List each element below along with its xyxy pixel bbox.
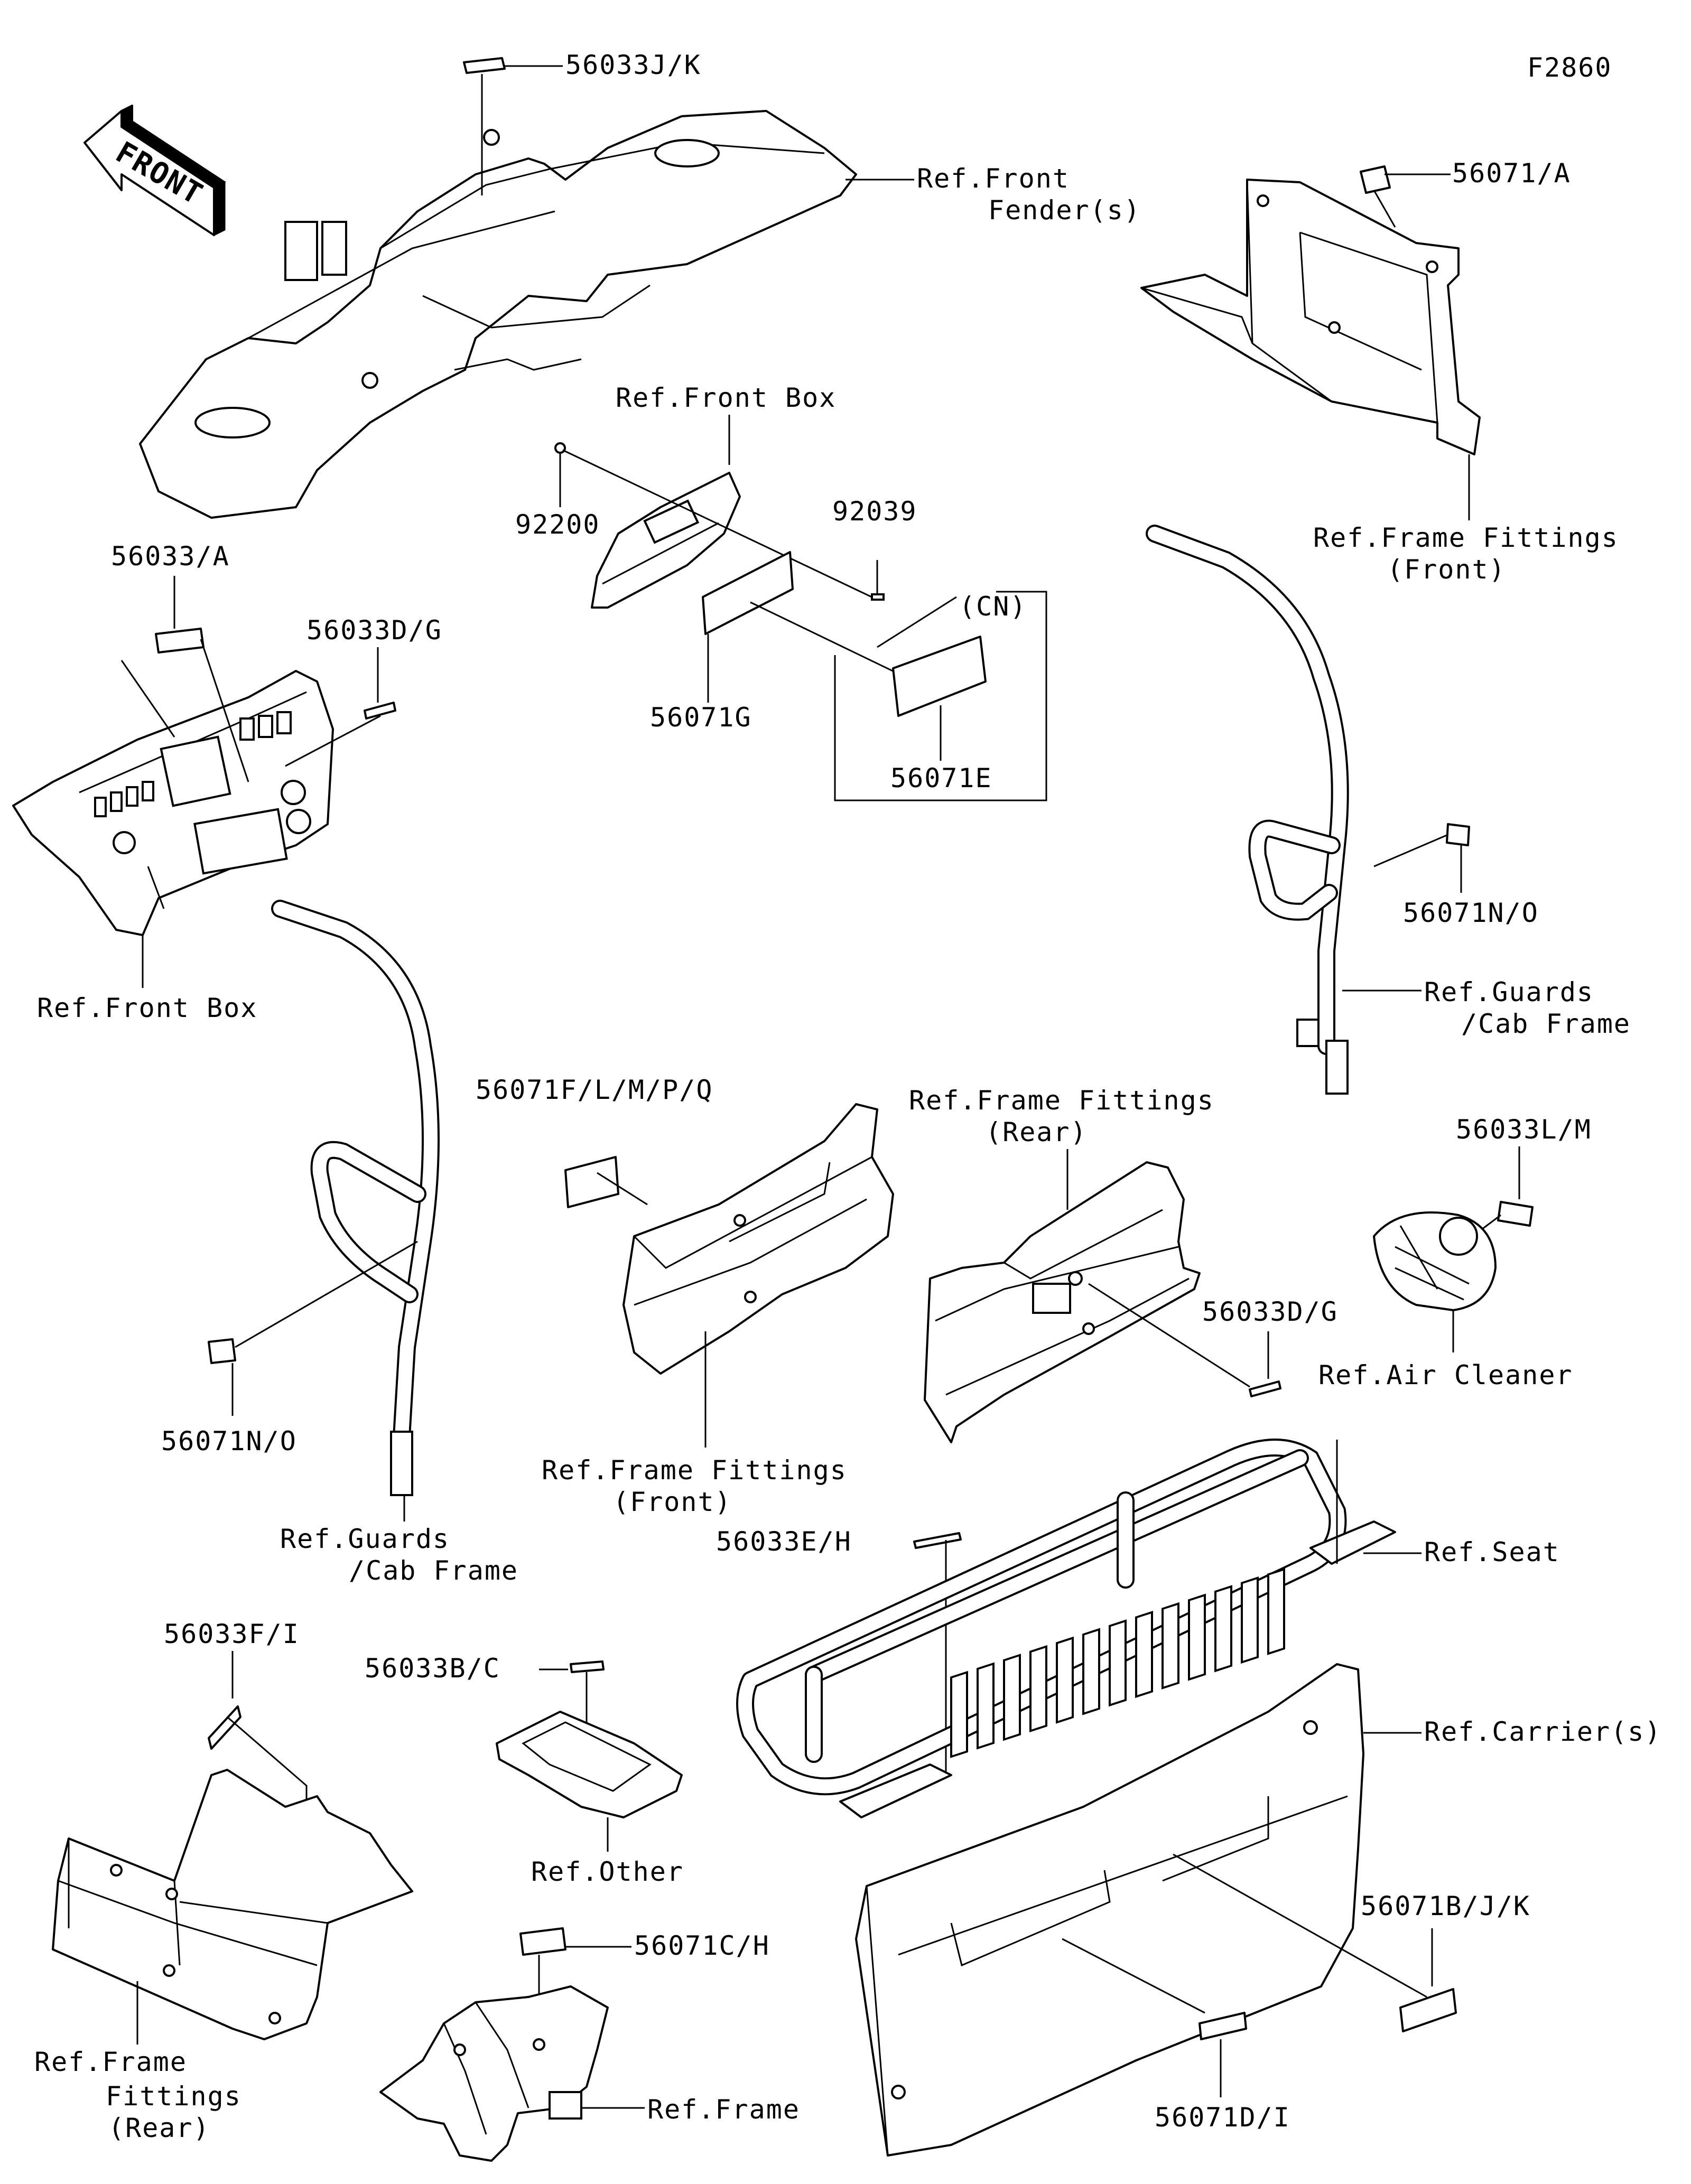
callout-56033bc: 56033B/C: [365, 1653, 500, 1684]
callout-56033a: 56033/A: [111, 541, 230, 572]
callout-ref-frame-fittings-rear-bl-line2: Fittings: [106, 2081, 241, 2112]
front-arrow-icon: FRONT: [83, 105, 226, 237]
decal-56033jk: [463, 57, 506, 74]
callout-ref-guards-left-line1: Ref.Guards: [280, 1524, 450, 1554]
front-fender-part: [139, 110, 857, 519]
callout-ref-other: Ref.Other: [531, 1856, 684, 1887]
callout-56071bjk: 56071B/J/K: [1361, 1891, 1530, 1921]
callout-56033lm: 56033L/M: [1456, 1114, 1592, 1145]
callout-cn: (CN): [959, 591, 1027, 622]
callout-56033eh: 56033E/H: [716, 1526, 852, 1557]
decal-56071g: [702, 551, 794, 635]
callout-56033jk: 56033J/K: [565, 50, 701, 80]
callout-ref-frame-fittings-rear-mid-line2: (Rear): [986, 1117, 1088, 1147]
callout-ref-frame-fittings-rear-bl-line3: (Rear): [108, 2113, 210, 2143]
callout-92039: 92039: [832, 496, 917, 527]
callout-ref-guards-right-line2: /Cab Frame: [1461, 1009, 1631, 1039]
callout-ref-frame-fittings-front-mid-line1: Ref.Frame Fittings: [542, 1455, 847, 1486]
decal-56033eh: [913, 1532, 962, 1549]
callout-56071ch: 56071C/H: [634, 1930, 770, 1961]
callout-56071flmpq: 56071F/L/M/P/Q: [476, 1075, 713, 1105]
callout-ref-guards-left-line2: /Cab Frame: [349, 1555, 518, 1586]
front-box-lid-part: [591, 472, 741, 609]
screw-92200: [554, 442, 566, 454]
callout-ref-frame-fittings-front-mid-line2: (Front): [613, 1487, 732, 1517]
callout-56071di: 56071D/I: [1155, 2102, 1290, 2133]
clip-92039: [871, 593, 885, 601]
decal-56033a: [155, 628, 205, 654]
callout-ref-guards-right-line1: Ref.Guards: [1424, 977, 1594, 1007]
callout-56033dg-mid: 56033D/G: [1202, 1296, 1338, 1327]
front-box-dash-part: [12, 670, 334, 936]
decal-56033dg-mid: [1249, 1380, 1281, 1397]
callout-ref-frame-fittings-front-top-line2: (Front): [1387, 554, 1506, 585]
callout-56033fi: 56033F/I: [164, 1619, 300, 1649]
callout-ref-frame-fittings-front-top-line1: Ref.Frame Fittings: [1313, 522, 1619, 553]
callout-ref-carriers: Ref.Carrier(s): [1424, 1716, 1661, 1747]
callout-ref-front-fender-line1: Ref.Front: [917, 163, 1070, 194]
callout-ref-seat: Ref.Seat: [1424, 1537, 1560, 1567]
decal-56071di: [1198, 2012, 1247, 2040]
frame-fittings-rear-part-bl: [52, 1769, 413, 2040]
other-pad-part: [496, 1711, 683, 1818]
decal-56033fi: [208, 1705, 241, 1750]
decal-56033dg-top: [364, 702, 396, 720]
frame-fittings-front-part-top: [1140, 179, 1481, 455]
callout-56071e: 56071E: [890, 763, 992, 794]
guard-cab-frame-left-part: [271, 900, 440, 1496]
callout-ref-frame: Ref.Frame: [647, 2094, 800, 2125]
guard-cab-frame-right-part: [1146, 525, 1349, 1095]
air-cleaner-part: [1373, 1211, 1497, 1311]
decal-56071e: [892, 636, 987, 717]
decal-56071no-left: [208, 1338, 236, 1364]
decal-56071ch: [519, 1927, 566, 1956]
callout-ref-frame-fittings-rear-bl-line1: Ref.Frame: [34, 2047, 187, 2077]
figure-id: F2860: [1527, 52, 1612, 83]
frame-fittings-rear-part-mid: [924, 1161, 1201, 1443]
frame-part: [379, 1985, 609, 2162]
callout-56071no-right: 56071N/O: [1403, 898, 1539, 928]
callout-56071no-left: 56071N/O: [161, 1426, 297, 1457]
decal-56033bc: [570, 1660, 605, 1673]
callout-ref-front-fender-line2: Fender(s): [988, 195, 1141, 226]
seat-frame-part: [736, 1439, 1396, 1818]
carrier-tailgate-part: [855, 1567, 1364, 2157]
callout-56033dg-top: 56033D/G: [306, 615, 442, 646]
callout-ref-front-box-top: Ref.Front Box: [616, 382, 836, 413]
callout-ref-frame-fittings-rear-mid-line1: Ref.Frame Fittings: [909, 1085, 1214, 1116]
callout-56071g: 56071G: [650, 702, 752, 733]
decal-56071bjk: [1399, 1988, 1457, 2032]
callout-ref-air-cleaner: Ref.Air Cleaner: [1318, 1360, 1573, 1390]
tailgate-ribs: [950, 1567, 1285, 1758]
decal-56033lm: [1497, 1201, 1534, 1227]
frame-fittings-front-part-mid: [622, 1103, 894, 1375]
callout-56071a: 56071/A: [1452, 158, 1571, 189]
decal-56071flmpq: [564, 1156, 619, 1208]
callout-92200: 92200: [515, 509, 600, 540]
decal-56071no-right: [1446, 823, 1470, 846]
decal-56071a: [1360, 165, 1391, 194]
callout-ref-front-box-left: Ref.Front Box: [37, 993, 257, 1023]
